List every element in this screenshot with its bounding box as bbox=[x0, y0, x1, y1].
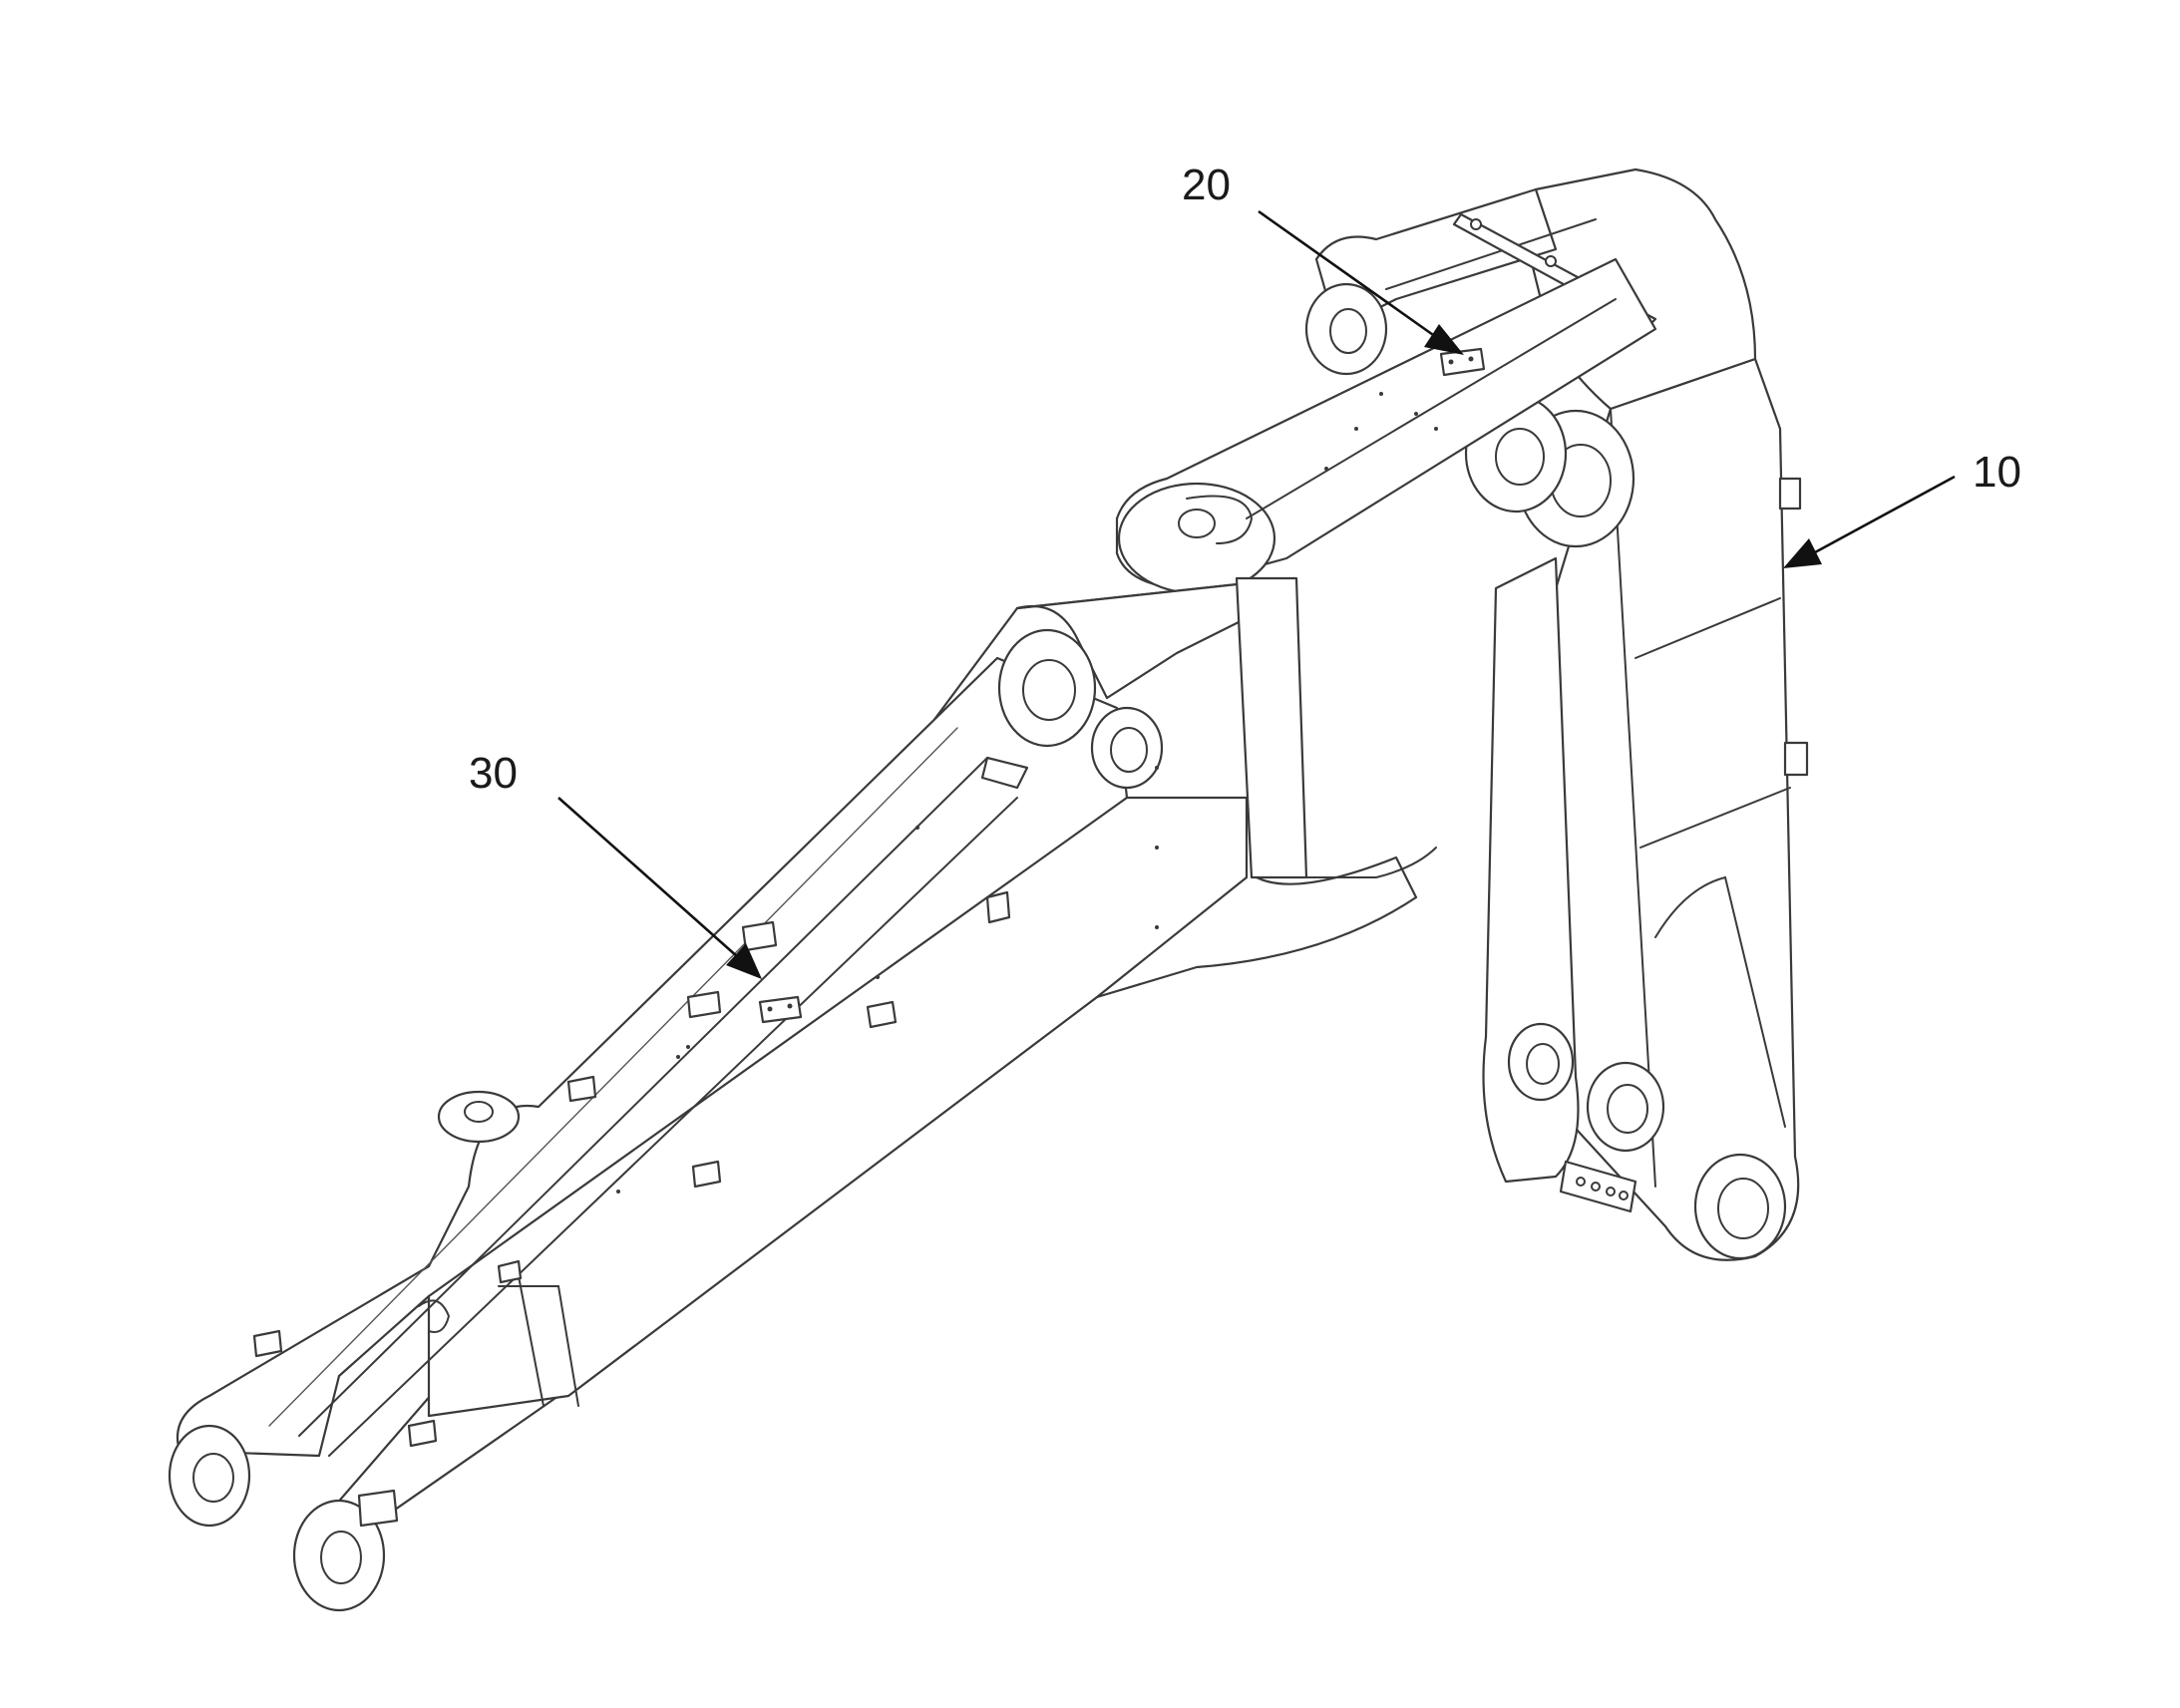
callout-10-label: 10 bbox=[1973, 448, 2021, 497]
callout-20-label: 20 bbox=[1182, 161, 1231, 209]
callout-30-arrowhead bbox=[726, 943, 762, 979]
callout-10-leader bbox=[1814, 475, 1956, 554]
callout-10-arrowhead bbox=[1783, 538, 1822, 568]
callout-20-arrowhead bbox=[1424, 324, 1464, 355]
callout-30-label: 30 bbox=[469, 749, 518, 798]
callout-20-leader bbox=[1258, 209, 1437, 339]
callout-10-group: 10 bbox=[1783, 448, 2021, 568]
main-arm bbox=[168, 576, 1437, 1612]
boom-assembly bbox=[1304, 168, 1809, 1261]
callout-30-group: 30 bbox=[469, 749, 762, 979]
stick-upper-section bbox=[1115, 257, 1657, 595]
callout-20-group: 20 bbox=[1182, 161, 1464, 355]
callout-30-leader bbox=[557, 797, 739, 958]
